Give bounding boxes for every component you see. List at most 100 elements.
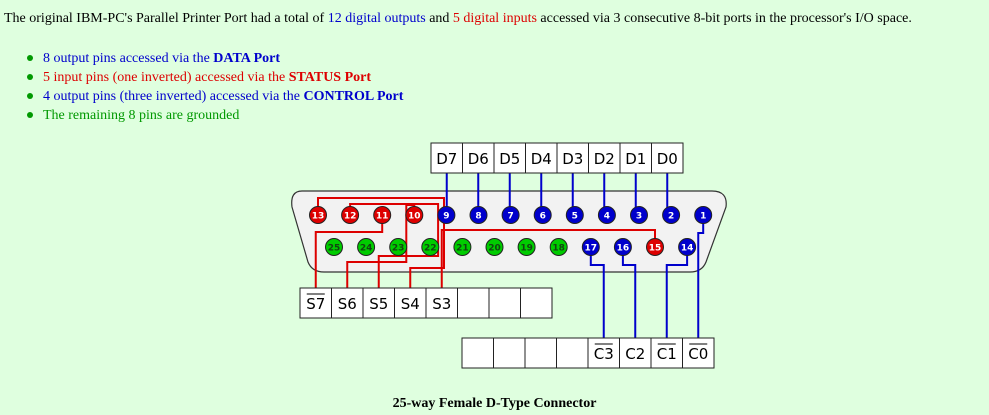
pin-label: 12 [344,211,357,221]
pin-9 [437,206,456,224]
status-register-cell [488,287,521,319]
status-register-cell [520,287,553,319]
summary-item-port-name: DATA Port [213,51,281,66]
control-register-cell [461,337,494,369]
pin-label: 2 [668,211,674,221]
pin-5 [565,206,584,224]
pin-layer: 1234567891011121314151617181920212223242… [309,206,713,256]
control-register-bit-label: C1 [657,345,677,363]
pin-label: 16 [617,243,630,253]
pin-22 [421,238,440,256]
data-register-cell [651,142,684,174]
pin-label: 9 [443,211,449,221]
intro-text: The original IBM-PC's Parallel Printer P… [4,10,988,28]
pin-19 [517,238,536,256]
pin-13 [309,206,327,224]
data-register-bit-label: D4 [531,150,552,168]
pin-label: 13 [312,211,325,221]
control-register-bit-label: C3 [594,345,614,363]
data-register-bit-label: D7 [436,150,457,168]
status-register-cell [425,287,458,319]
data-register-cell [556,142,589,174]
pin-15 [646,238,664,256]
data-register-bit-label: D3 [562,150,583,168]
bullet-dot-icon [27,74,33,80]
summary-item: The remaining 8 pins are grounded [0,106,403,125]
pin-label: 20 [488,243,501,253]
pin-label: 22 [424,243,437,253]
pin-label: 15 [649,243,662,253]
control-register-cell [682,337,715,369]
control-register-bit-label: C2 [625,345,645,363]
pin-11 [373,206,392,224]
intro-part3: accessed via 3 consecutive 8-bit ports i… [536,11,912,26]
status-register-cell [331,287,364,319]
summary-item-port-name: CONTROL Port [303,89,404,104]
pin-25 [325,238,343,256]
status-register-bit-label: S5 [369,295,388,313]
intro-part1: The original IBM-PC's Parallel Printer P… [4,11,328,26]
pin-label: 1 [700,211,706,221]
bullet-dot-icon [27,55,33,61]
data-register-bit-label: D5 [499,150,520,168]
pin-18 [549,238,568,256]
pin-label: 4 [604,211,610,221]
status-register-bit-label: S7 [306,295,325,313]
pin-label: 6 [540,211,546,221]
port-summary-list: 8 output pins accessed via the DATA Port… [0,49,403,125]
pin-17 [581,238,600,256]
status-wire [349,203,440,288]
data-register-bit-label: D0 [657,150,678,168]
control-register-cell [650,337,683,369]
pin-24 [357,238,376,256]
data-register-bit-label: D2 [594,150,615,168]
status-register-bit-label: S4 [401,295,420,313]
pin-2 [662,206,681,224]
pin-label: 10 [408,211,421,221]
pin-label: 8 [475,211,481,221]
pin-label: 25 [328,243,341,253]
bullet-dot-icon [27,112,33,118]
pin-3 [630,206,648,224]
control-register-cell [556,337,589,369]
status-register-bit-label: S3 [432,295,451,313]
pin-7 [501,206,520,224]
pin-label: 3 [636,211,642,221]
pin-label: 24 [360,243,373,253]
pin-label: 21 [456,243,469,253]
pin-14 [678,238,697,256]
data-register-cell [619,142,652,174]
data-register-bit-label: D6 [468,150,489,168]
pin-label: 19 [520,243,533,253]
status-register-cell [299,287,332,319]
pin-16 [613,238,632,256]
intro-outputs: 12 digital outputs [327,11,426,26]
control-register-bit-label: C0 [688,345,708,363]
status-register-bit-label: S6 [338,295,357,313]
diagram-caption: 25-way Female D-Type Connector [392,396,597,411]
bullet-dot-icon [27,93,33,99]
control-register-cell [524,337,557,369]
summary-item-port-name: STATUS Port [288,70,372,85]
data-register-cell [588,142,621,174]
summary-item-text: 5 input pins (one inverted) accessed via… [43,70,289,85]
summary-item-text: 8 output pins accessed via the [43,51,214,66]
pin-label: 7 [507,211,513,221]
status-register-cell [394,287,427,319]
control-register-cell [493,337,526,369]
pin-label: 14 [681,243,694,253]
status-register-cell [362,287,395,319]
summary-item: 4 output pins (three inverted) accessed … [0,87,403,106]
pin-10 [405,206,424,224]
pin-label: 5 [572,211,578,221]
summary-item: 8 output pins accessed via the DATA Port [0,49,403,68]
status-wire [317,197,445,288]
intro-inputs: 5 digital inputs [452,11,537,26]
pin-4 [597,206,616,224]
data-register-cell [493,142,526,174]
status-register-cell [457,287,490,319]
pin-label: 18 [552,243,565,253]
pin-23 [389,238,408,256]
